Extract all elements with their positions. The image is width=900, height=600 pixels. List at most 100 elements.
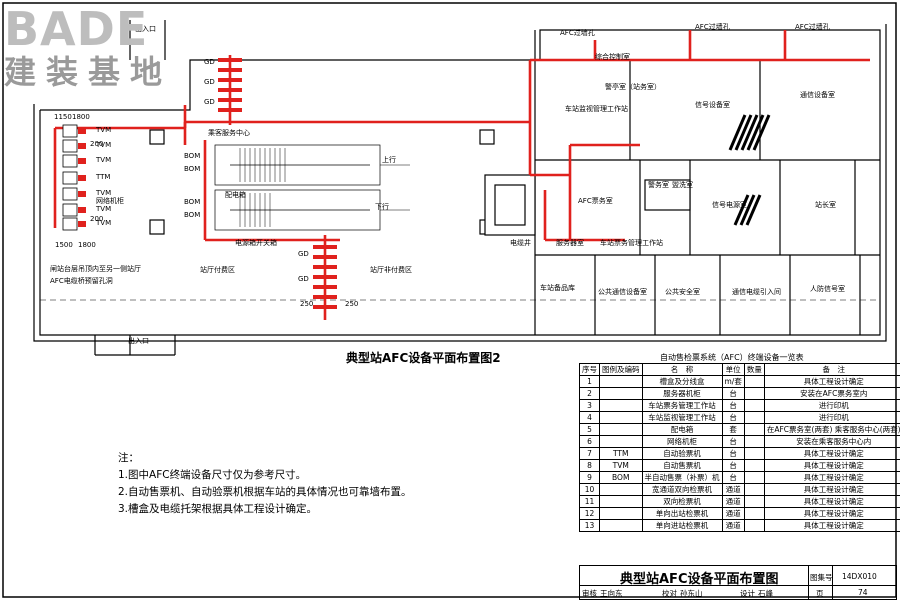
room-label-4: 通信电缆引入间 bbox=[732, 288, 781, 296]
table-cell-qty bbox=[743, 399, 765, 412]
server-room-label: 服务器室 bbox=[556, 239, 584, 247]
table-cell-code bbox=[599, 483, 643, 496]
table-cell-code bbox=[599, 507, 643, 520]
col-header: 备 注 bbox=[763, 363, 900, 376]
watermark-logo: BADE 建装基地 bbox=[4, 6, 172, 92]
table-cell-qty bbox=[743, 435, 765, 448]
device-tvm-1: TVM bbox=[96, 126, 112, 134]
table-cell-code: TVM bbox=[599, 459, 643, 472]
table-cell-no: 8 bbox=[579, 459, 600, 472]
ticket-station-label: 车站票务管理工作站 bbox=[600, 239, 663, 247]
table-cell-qty bbox=[743, 483, 765, 496]
table-cell-qty bbox=[743, 423, 765, 436]
escalator-steps bbox=[239, 148, 410, 227]
cable-note-label: AFC电缆桥预留孔洞 bbox=[50, 277, 113, 285]
note-item: 3.槽盒及电缆托架根据具体工程设计确定。 bbox=[118, 503, 318, 515]
table-cell-unit: 套 bbox=[721, 423, 745, 436]
table-cell-no: 13 bbox=[579, 519, 600, 532]
unpaid-area-label: 站厅非付费区 bbox=[370, 266, 412, 274]
entrance-top-label: 出入口 bbox=[135, 25, 156, 33]
col-header: 名 称 bbox=[641, 363, 723, 376]
table-cell-no: 2 bbox=[579, 387, 600, 400]
station-room-label: 站长室 bbox=[815, 201, 836, 209]
table-cell-remark: 具体工程设计确定 bbox=[763, 375, 900, 388]
afc-hole-label-3: AFC过墙孔 bbox=[795, 23, 830, 31]
afc-hole-label-2: AFC过墙孔 bbox=[695, 23, 730, 31]
table-cell-remark: 在AFC票务室(两套) 乘客服务中心(两套) bbox=[763, 423, 900, 436]
room-label-1: 车站备品库 bbox=[540, 284, 575, 292]
table-cell-name: 自动验票机 bbox=[641, 447, 723, 460]
device-gd-1: GD bbox=[204, 58, 215, 66]
table-cell-name: 服务器机柜 bbox=[641, 387, 723, 400]
device-tvm-2: TVM bbox=[96, 141, 112, 149]
device-gd-5: GD bbox=[298, 275, 309, 283]
col-header: 图例及编码 bbox=[599, 363, 643, 376]
afc-hole-label-1: AFC过墙孔 bbox=[560, 29, 595, 37]
col-header: 数量 bbox=[743, 363, 765, 376]
table-cell-unit: 通道 bbox=[721, 519, 745, 532]
watermark-subtitle: 建装基地 bbox=[4, 53, 173, 91]
table-cell-name: 半自动售票（补票）机 bbox=[641, 471, 723, 484]
table-cell-no: 12 bbox=[579, 507, 600, 520]
dim-label-7: 250 bbox=[300, 300, 314, 308]
table-cell-remark: 进行印机 bbox=[763, 399, 900, 412]
duty-room-label: 警亭室（站务室） bbox=[605, 83, 661, 91]
notes-title: 注： bbox=[118, 452, 139, 464]
title-block: 典型站AFC设备平面布置图 图集号 14DX010 审核 王向东 校对 孙东山 … bbox=[579, 565, 897, 600]
table-cell-name: 自动售票机 bbox=[641, 459, 723, 472]
table-cell-unit: 台 bbox=[721, 387, 745, 400]
walls bbox=[33, 20, 887, 356]
table-cell-unit: 台 bbox=[721, 447, 745, 460]
dim-label-2: 1800 bbox=[72, 113, 90, 121]
device-bom-4: BOM bbox=[184, 211, 201, 219]
device-tvm-5: TVM bbox=[96, 205, 112, 213]
table-cell-name: 车站票务管理工作站 bbox=[641, 399, 723, 412]
network-cabinet-label: 网络机柜 bbox=[96, 197, 124, 205]
table-cell-code: TTM bbox=[599, 447, 643, 460]
table-cell-name: 网络机柜 bbox=[641, 435, 723, 448]
table-cell-qty bbox=[743, 495, 765, 508]
device-gd-4: GD bbox=[298, 250, 309, 258]
dim-label-5: 200 bbox=[90, 140, 104, 148]
design-label: 设计 bbox=[740, 589, 755, 598]
table-cell-remark: 具体工程设计确定 bbox=[763, 507, 900, 520]
reviewer-name: 王向东 bbox=[600, 589, 623, 598]
restroom-label: 盥洗室 bbox=[672, 181, 693, 189]
table-cell-remark: 具体工程设计确定 bbox=[763, 483, 900, 496]
table-cell-remark: 具体工程设计确定 bbox=[763, 447, 900, 460]
table-cell-qty bbox=[743, 471, 765, 484]
table-cell-remark: 进行印机 bbox=[763, 411, 900, 424]
dim-label-4: 1800 bbox=[78, 241, 96, 249]
table-cell-code bbox=[599, 495, 643, 508]
device-bom-1: BOM bbox=[184, 152, 201, 160]
table-cell-qty bbox=[743, 387, 765, 400]
room-label-5: 人防信号室 bbox=[810, 285, 845, 293]
table-cell-remark: 具体工程设计确定 bbox=[763, 471, 900, 484]
table-cell-no: 5 bbox=[579, 423, 600, 436]
table-cell-code bbox=[599, 411, 643, 424]
table-cell-remark: 安装在AFC票务室内 bbox=[763, 387, 900, 400]
atlas-number: 14DX010 bbox=[842, 572, 877, 581]
device-tvm-6: TVM bbox=[96, 219, 112, 227]
table-cell-qty bbox=[743, 375, 765, 388]
down-label: 下行 bbox=[375, 203, 389, 211]
notes-block: 注： 1.图中AFC终端设备尺寸仅为参考尺寸。 2.自动售票机、自动验票机根据车… bbox=[118, 450, 412, 518]
up-label: 上行 bbox=[382, 156, 396, 164]
table-cell-name: 宽通道双向检票机 bbox=[641, 483, 723, 496]
table-cell-qty bbox=[743, 519, 765, 532]
comm-room-label: 通信设备室 bbox=[800, 91, 835, 99]
signal-room-label: 信号设备室 bbox=[695, 101, 730, 109]
table-cell-remark: 具体工程设计确定 bbox=[763, 495, 900, 508]
table-cell-name: 槽盒及分线盒 bbox=[641, 375, 723, 388]
note-item: 1.图中AFC终端设备尺寸仅为参考尺寸。 bbox=[118, 469, 307, 481]
gate-stacks bbox=[218, 58, 337, 309]
